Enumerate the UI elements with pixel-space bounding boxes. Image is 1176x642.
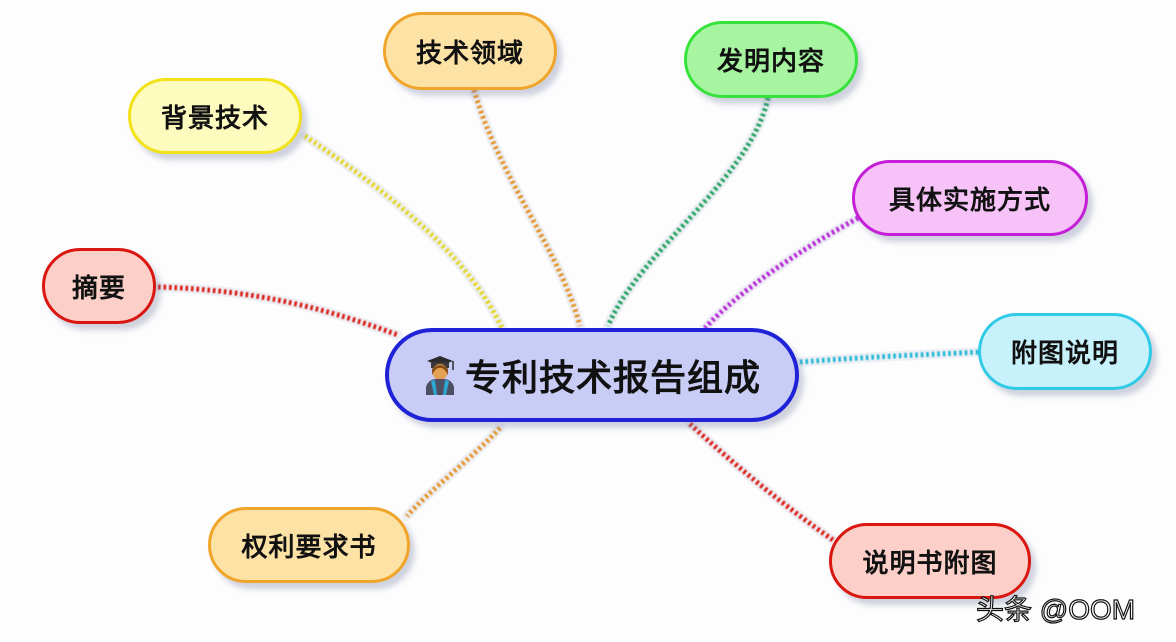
- node-label: 说明书附图: [862, 548, 998, 579]
- node-faming[interactable]: 发明内容: [684, 21, 858, 98]
- node-beijing[interactable]: 背景技术: [128, 78, 302, 154]
- node-zhaiyao[interactable]: 摘要: [42, 248, 156, 324]
- node-center[interactable]: 专利技术报告组成: [385, 328, 799, 422]
- node-label: 具体实施方式: [888, 185, 1051, 216]
- node-label: 背景技术: [160, 103, 269, 134]
- node-label: 附图说明: [1010, 339, 1119, 369]
- link-faming: [605, 97, 771, 327]
- link-beijing: [303, 133, 505, 330]
- node-label: 摘要: [71, 273, 126, 304]
- node-label: 发明内容: [716, 47, 825, 77]
- graduate-icon: [423, 355, 457, 395]
- link-zhaiyao: [157, 284, 399, 338]
- node-quanli[interactable]: 权利要求书: [208, 507, 410, 583]
- link-shumingfutu: [688, 422, 835, 543]
- node-lingyu[interactable]: 技术领域: [383, 12, 557, 90]
- link-lingyu: [471, 89, 583, 327]
- link-quanli: [405, 426, 502, 518]
- node-shumingfutu[interactable]: 说明书附图: [829, 523, 1031, 599]
- link-shishi: [703, 215, 860, 330]
- node-label: 技术领域: [415, 38, 524, 69]
- node-label: 权利要求书: [241, 532, 377, 563]
- center-label: 专利技术报告组成: [464, 358, 761, 399]
- node-futu[interactable]: 附图说明: [978, 313, 1152, 390]
- watermark: 头条 @OOM: [975, 593, 1136, 625]
- node-shishi[interactable]: 具体实施方式: [852, 160, 1088, 236]
- link-futu: [799, 349, 981, 365]
